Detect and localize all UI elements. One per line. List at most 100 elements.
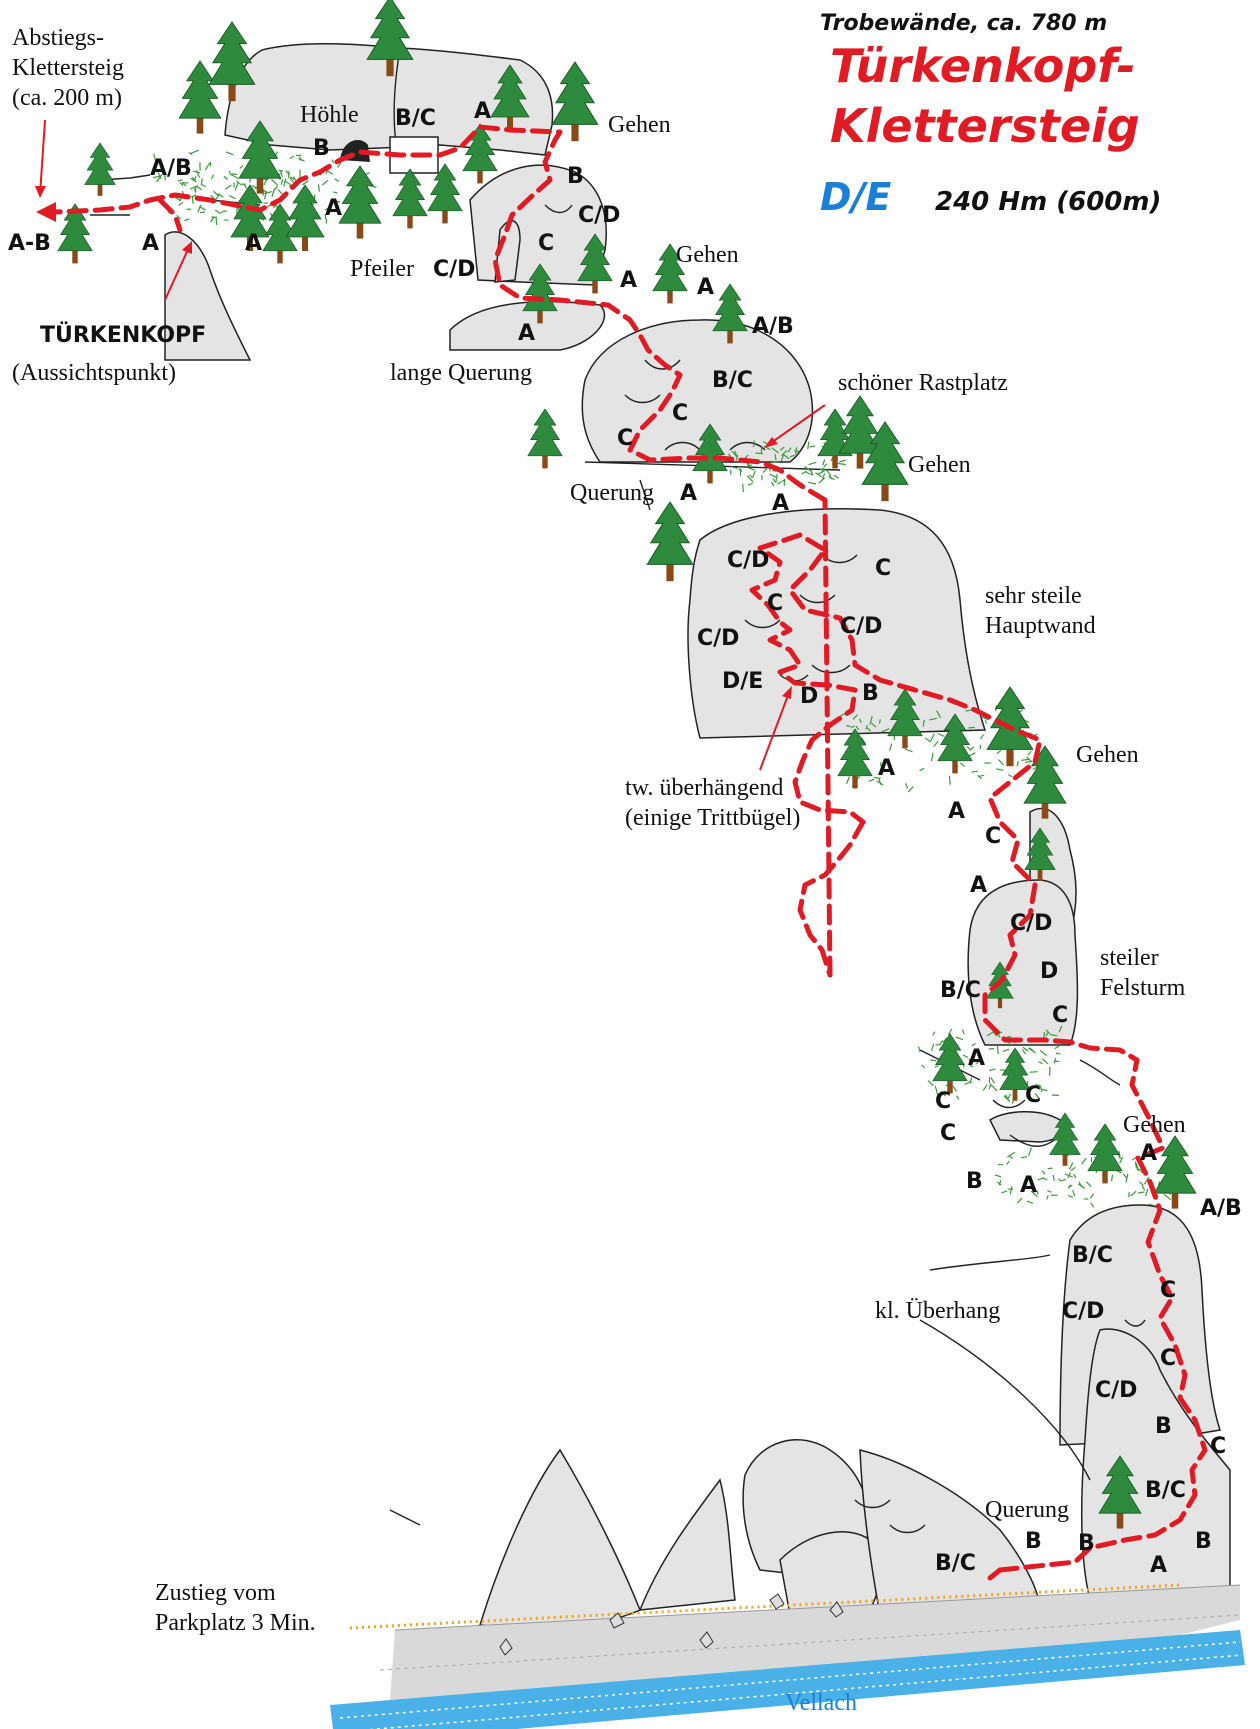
tuerkenkopf-label: TÜRKENKOPF [40, 322, 206, 348]
tree-icon [887, 688, 923, 749]
grade-label: B/C [712, 368, 753, 393]
tree-icon [262, 203, 298, 264]
grade-label: A [518, 321, 535, 346]
hauptwand-label-2: Hauptwand [985, 613, 1096, 639]
grade-label: A [1020, 1173, 1037, 1198]
grade-label: C [985, 824, 1001, 849]
tree-icon [838, 395, 882, 469]
grade-label: A [697, 275, 714, 300]
tree-icon [1098, 1455, 1142, 1529]
gehen-label-3: Gehen [908, 452, 971, 478]
grade-label: A [948, 799, 965, 824]
overhang-marks [544, 204, 1146, 1534]
tree-icon [837, 728, 873, 789]
grade-label: B/C [1072, 1243, 1113, 1268]
grade-label: A [970, 873, 987, 898]
grade-label: A [142, 231, 159, 256]
tree-icon [490, 64, 530, 131]
route-name-line1: Türkenkopf- [830, 39, 1136, 93]
exit-arrowhead [36, 202, 56, 222]
tree-icon [57, 203, 93, 264]
approach-path [349, 1583, 1181, 1630]
ueberhang-label: kl. Überhang [875, 1298, 1000, 1324]
felsturm-label-2: Felsturm [1100, 975, 1186, 1001]
tree-icon [238, 120, 282, 194]
tree-icon [527, 408, 563, 469]
grade-label: B [1078, 1531, 1095, 1556]
ueberhaengend-label-1: tw. überhängend [625, 775, 783, 801]
grade-label: B [862, 681, 879, 706]
grade-labels: A/B A A A B B/C A B C/D C C/D A A A A/B … [142, 99, 1242, 1578]
route-line [36, 124, 1208, 1581]
grade-label: A [772, 491, 789, 516]
tree-icon [577, 233, 613, 294]
tree-icon [999, 1047, 1031, 1101]
gehen-label-2: Gehen [676, 242, 739, 268]
tree-icon [84, 142, 116, 196]
tree-icon [551, 61, 599, 142]
annotations: Abstiegs- Klettersteig (ca. 200 m) A-B T… [8, 25, 1186, 1716]
tree-icon [285, 184, 325, 251]
grade-label: B/C [940, 978, 981, 1003]
tree-icon [646, 501, 694, 582]
tree-icon [712, 283, 748, 344]
grade-label: D [800, 684, 818, 709]
grade-label: C [672, 401, 688, 426]
hauptwand-label-1: sehr steile [985, 583, 1082, 609]
grade-label: A/B [1200, 1196, 1242, 1221]
grade-label: C/D [697, 626, 739, 651]
grade-label: A [474, 99, 491, 124]
grade-label: C [538, 231, 554, 256]
grade-label: C [617, 426, 633, 451]
tree-icon [817, 408, 853, 469]
gehen-label-4: Gehen [1076, 742, 1139, 768]
tree-icon [1023, 745, 1067, 819]
gehen-label-1: Gehen [608, 112, 671, 138]
grade-label: C/D [433, 257, 475, 282]
tree-icon [462, 123, 498, 184]
tree-icon [937, 713, 973, 774]
rock-formations [164, 43, 1231, 1629]
rastplatz-label: schöner Rastplatz [838, 370, 1008, 396]
grade-label: A/B [752, 314, 794, 339]
zustieg-label-2: Parkplatz 3 Min. [155, 1610, 316, 1636]
grade-label: A [245, 231, 262, 256]
area-label: Trobewände, ca. 780 m [820, 11, 1107, 36]
abstieg-label-2: Klettersteig [12, 55, 124, 81]
felsturm-label-1: steiler [1100, 945, 1159, 971]
valley-floor [330, 1583, 1245, 1729]
grade-label: C [1025, 1083, 1041, 1108]
tree-icon [1087, 1123, 1123, 1184]
grade-label: C/D [840, 614, 882, 639]
grade-label: A [325, 196, 342, 221]
tree-icon [178, 60, 222, 134]
grade-label: B [313, 136, 330, 161]
grade-label: C [940, 1121, 956, 1146]
grade-label: B [1025, 1529, 1042, 1554]
grade-label: B [1155, 1414, 1172, 1439]
tree-icon [230, 184, 270, 251]
grade-label: A [1150, 1553, 1167, 1578]
grade-label: B [567, 164, 584, 189]
grade-label: D/E [722, 669, 763, 694]
querung-label-1: Querung [570, 480, 654, 506]
pfeiler-label: Pfeiler [350, 256, 414, 282]
abstieg-label-1: Abstiegs- [12, 25, 104, 51]
grade-label: C/D [578, 203, 620, 228]
tree-icon [366, 0, 414, 77]
tree-icon [861, 421, 909, 502]
exit-grade: A-B [8, 231, 51, 256]
grade-label: C/D [1010, 911, 1052, 936]
grade-label: A [680, 481, 697, 506]
lange-querung-label: lange Querung [390, 360, 532, 386]
grade-label: A [878, 756, 895, 781]
tree-icon [932, 1033, 968, 1094]
vegetation-patches [152, 149, 1179, 1208]
tree-icon [1049, 1112, 1081, 1166]
grade-label: B/C [395, 106, 436, 131]
tree-icon [338, 165, 382, 239]
tree-icon [208, 21, 256, 102]
abstieg-label-3: (ca. 200 m) [12, 85, 122, 111]
grade-label: C [935, 1089, 951, 1114]
grade-label: A/B [150, 156, 192, 181]
